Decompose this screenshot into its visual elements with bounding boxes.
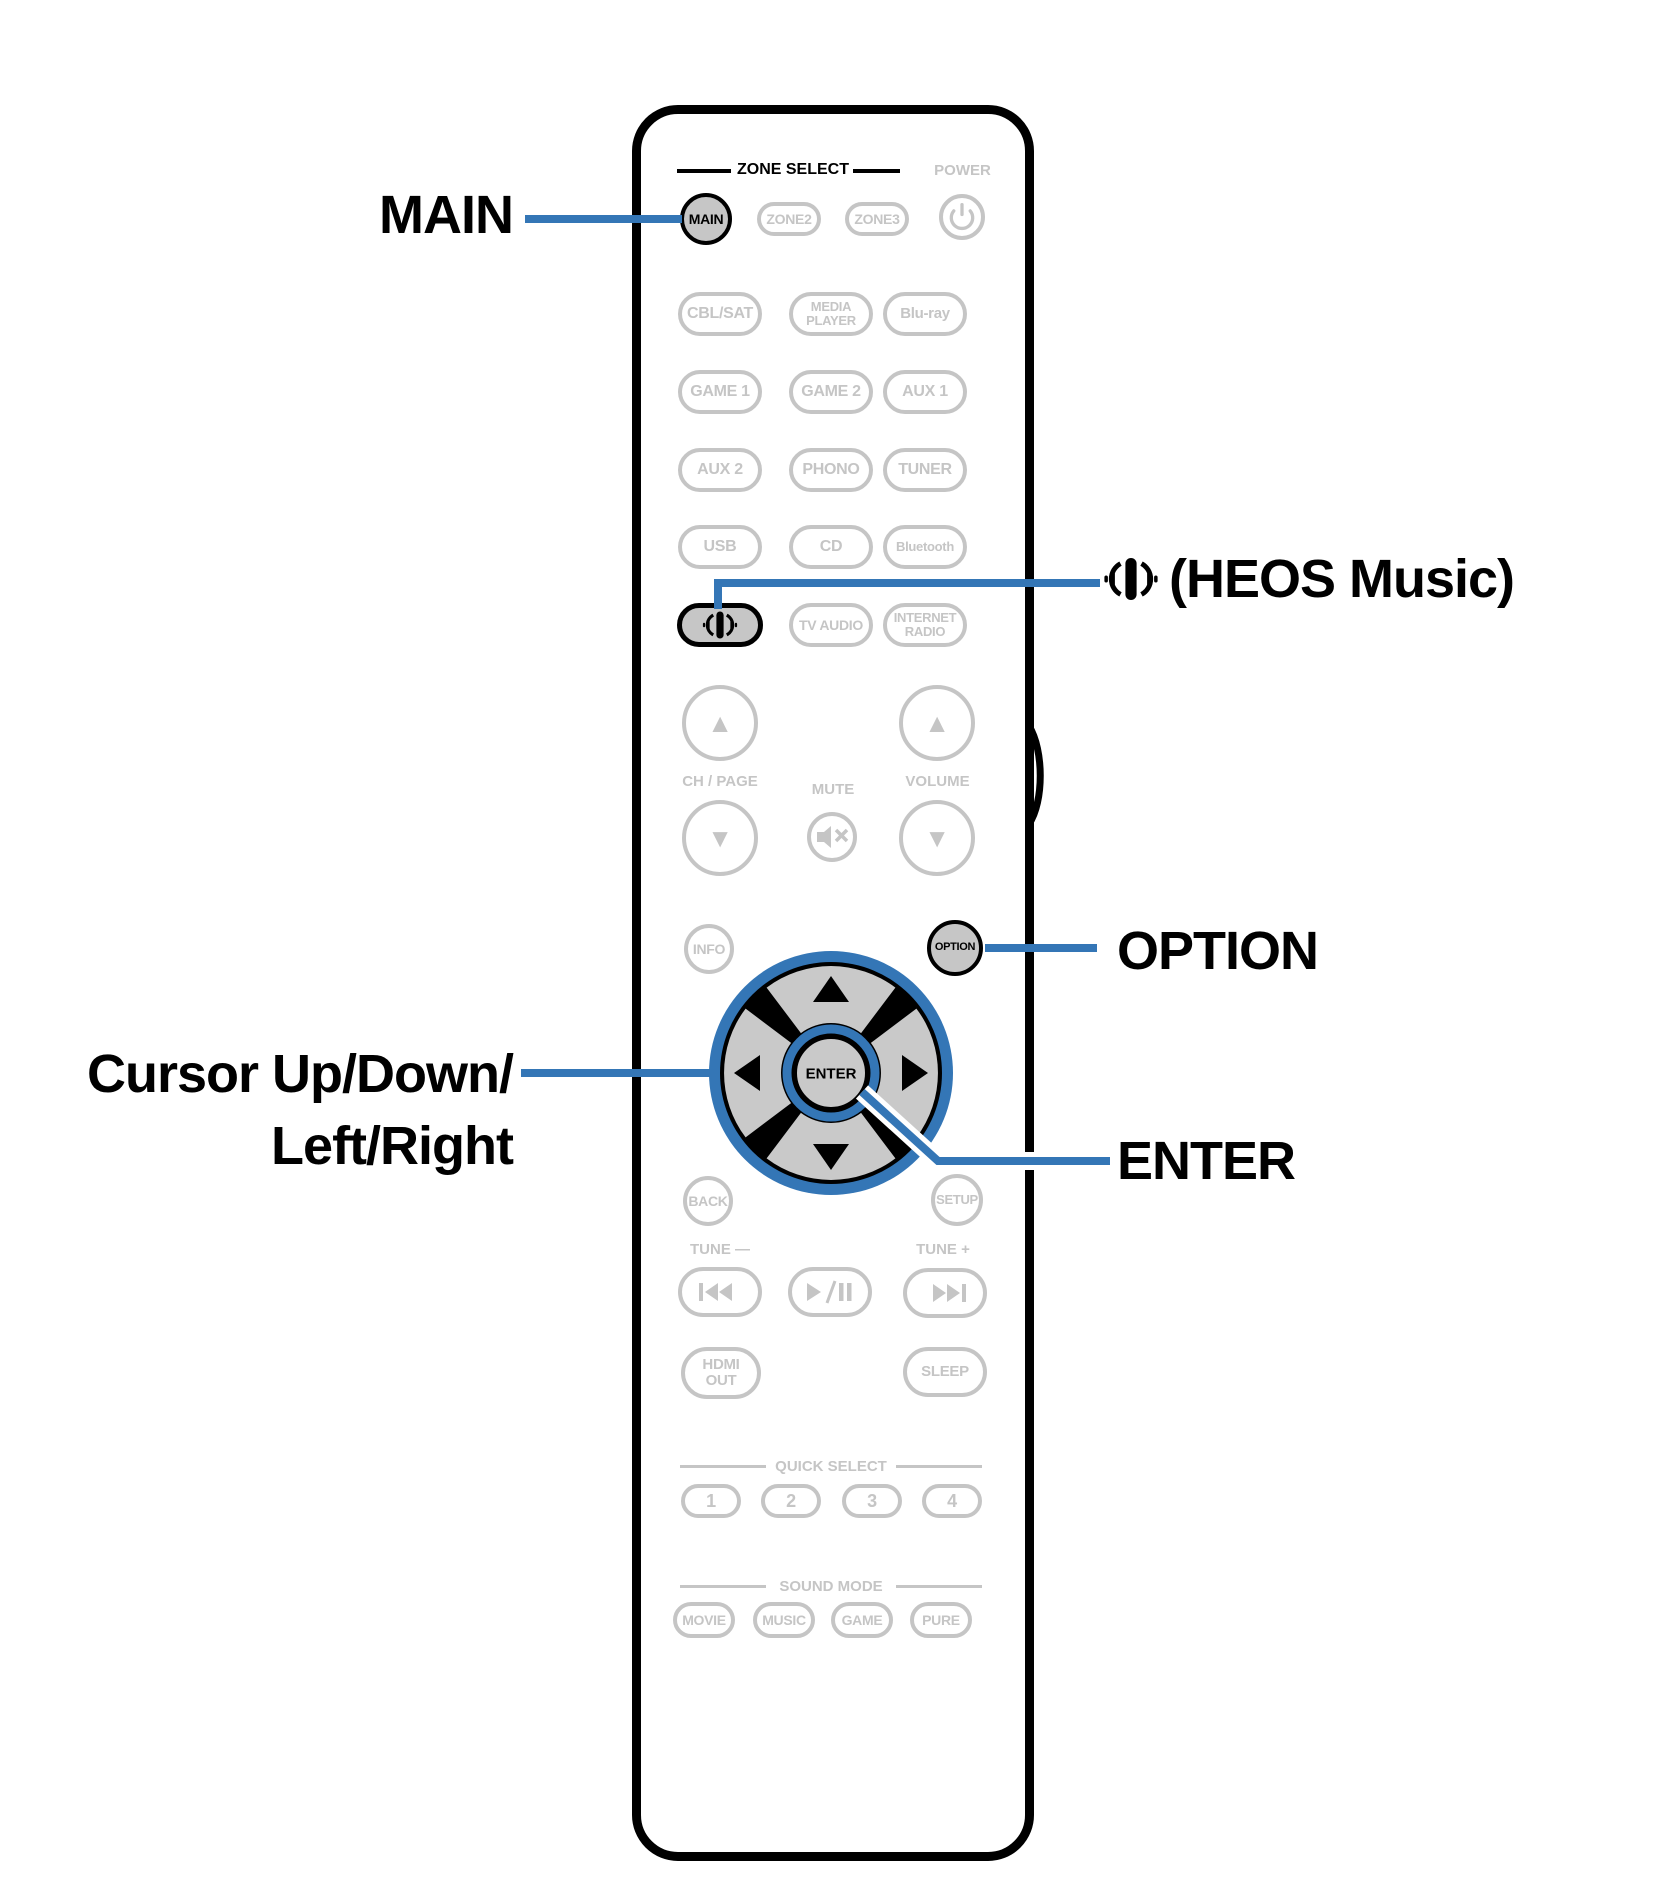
quick-select-4-button[interactable]: 4	[922, 1484, 982, 1518]
remote-side-bump	[1025, 724, 1044, 826]
skip-back-button[interactable]	[678, 1267, 762, 1317]
setup-button[interactable]: SETUP	[931, 1174, 983, 1226]
skip-forward-button[interactable]	[903, 1268, 987, 1318]
tune-minus-label: TUNE —	[690, 1241, 750, 1258]
callout-line-cursor	[521, 1069, 711, 1077]
callout-cursor-line2: Left/Right	[271, 1116, 514, 1176]
heos-icon	[702, 611, 738, 639]
quick-select-3-button[interactable]: 3	[842, 1484, 902, 1518]
sound-mode-pure-button[interactable]: PURE	[910, 1602, 972, 1638]
source-phono-button[interactable]: PHONO	[789, 448, 873, 492]
source-tuner-button[interactable]: TUNER	[883, 448, 967, 492]
cursor-pad: ENTER	[709, 951, 953, 1195]
hdmi-out-button[interactable]: HDMI OUT	[681, 1347, 761, 1399]
callout-cursor-label: Cursor Up/Down/ Left/Right	[30, 1038, 514, 1182]
cursor-down-arrow-icon	[813, 1144, 849, 1170]
play-pause-button[interactable]	[788, 1267, 872, 1317]
callout-enter-label: ENTER	[1117, 1131, 1296, 1191]
source-cd-button[interactable]: CD	[789, 525, 873, 569]
skip-back-icon	[699, 1283, 732, 1301]
source-usb-button[interactable]: USB	[678, 525, 762, 569]
power-label: POWER	[934, 162, 991, 179]
heos-button[interactable]	[677, 603, 763, 647]
zone3-button[interactable]: ZONE3	[845, 202, 909, 236]
zone-select-line-left	[677, 169, 731, 173]
volume-up-button[interactable]: ▲	[899, 685, 975, 761]
ch-page-label: CH / PAGE	[682, 773, 758, 790]
enter-button[interactable]: ENTER	[782, 1024, 880, 1122]
callout-option-label: OPTION	[1117, 921, 1319, 981]
quick-select-header: QUICK SELECT	[775, 1458, 887, 1475]
up-arrow-icon: ▲	[707, 708, 733, 738]
source-cbl-sat-button[interactable]: CBL/SAT	[678, 292, 762, 336]
zone-select-line-right	[853, 169, 900, 173]
cursor-up-arrow-icon	[813, 976, 849, 1002]
source-media-player-button[interactable]: MEDIA PLAYER	[789, 292, 873, 336]
ch-page-down-button[interactable]: ▼	[682, 800, 758, 876]
down-arrow-icon: ▼	[924, 823, 950, 853]
quick-select-line-right	[896, 1465, 982, 1468]
back-button[interactable]: BACK	[683, 1176, 733, 1226]
volume-label: VOLUME	[905, 773, 970, 790]
sound-mode-line-left	[680, 1585, 766, 1588]
skip-forward-icon	[933, 1284, 966, 1302]
heos-icon	[1104, 558, 1158, 600]
play-pause-icon	[807, 1280, 852, 1304]
mute-label: MUTE	[811, 781, 855, 798]
up-arrow-icon: ▲	[924, 708, 950, 738]
ch-page-up-button[interactable]: ▲	[682, 685, 758, 761]
callout-line-main	[525, 215, 682, 223]
callout-heos-label: (HEOS Music)	[1103, 548, 1515, 610]
source-game2-button[interactable]: GAME 2	[789, 370, 873, 414]
zone-main-button[interactable]: MAIN	[680, 193, 732, 245]
sound-mode-movie-button[interactable]: MOVIE	[673, 1602, 735, 1638]
tune-plus-label: TUNE +	[916, 1241, 970, 1258]
quick-select-line-left	[680, 1465, 766, 1468]
source-aux2-button[interactable]: AUX 2	[678, 448, 762, 492]
callout-line-heos-horizontal	[714, 579, 1100, 587]
source-game1-button[interactable]: GAME 1	[678, 370, 762, 414]
callout-line-option	[985, 944, 1097, 952]
callout-cursor-line1: Cursor Up/Down/	[87, 1044, 514, 1104]
down-arrow-icon: ▼	[707, 823, 733, 853]
sound-mode-game-button[interactable]: GAME	[831, 1602, 893, 1638]
cursor-right-arrow-icon	[902, 1055, 928, 1091]
power-icon	[949, 203, 975, 231]
sound-mode-line-right	[896, 1585, 982, 1588]
volume-down-button[interactable]: ▼	[899, 800, 975, 876]
sleep-button[interactable]: SLEEP	[903, 1347, 987, 1397]
info-button[interactable]: INFO	[684, 924, 734, 974]
source-internet-radio-button[interactable]: INTERNET RADIO	[883, 603, 967, 647]
quick-select-2-button[interactable]: 2	[761, 1484, 821, 1518]
zone-select-header: ZONE SELECT	[736, 161, 849, 178]
source-aux1-button[interactable]: AUX 1	[883, 370, 967, 414]
power-button[interactable]	[939, 194, 985, 240]
sound-mode-music-button[interactable]: MUSIC	[753, 1602, 815, 1638]
quick-select-1-button[interactable]: 1	[681, 1484, 741, 1518]
mute-icon	[807, 812, 857, 862]
callout-line-enter	[855, 1085, 1110, 1170]
source-tv-audio-button[interactable]: TV AUDIO	[789, 603, 873, 647]
callout-line-heos-vertical	[714, 579, 722, 609]
source-blu-ray-button[interactable]: Blu-ray	[883, 292, 967, 336]
mute-button[interactable]	[806, 811, 858, 863]
callout-heos-text: (HEOS Music)	[1169, 549, 1515, 609]
callout-main-label: MAIN	[379, 185, 514, 245]
source-bluetooth-button[interactable]: Bluetooth	[883, 525, 967, 569]
cursor-left-arrow-icon	[734, 1055, 760, 1091]
zone2-button[interactable]: ZONE2	[757, 202, 821, 236]
option-button[interactable]: OPTION	[927, 920, 983, 976]
enter-button-label: ENTER	[806, 1066, 857, 1083]
sound-mode-header: SOUND MODE	[779, 1578, 883, 1595]
